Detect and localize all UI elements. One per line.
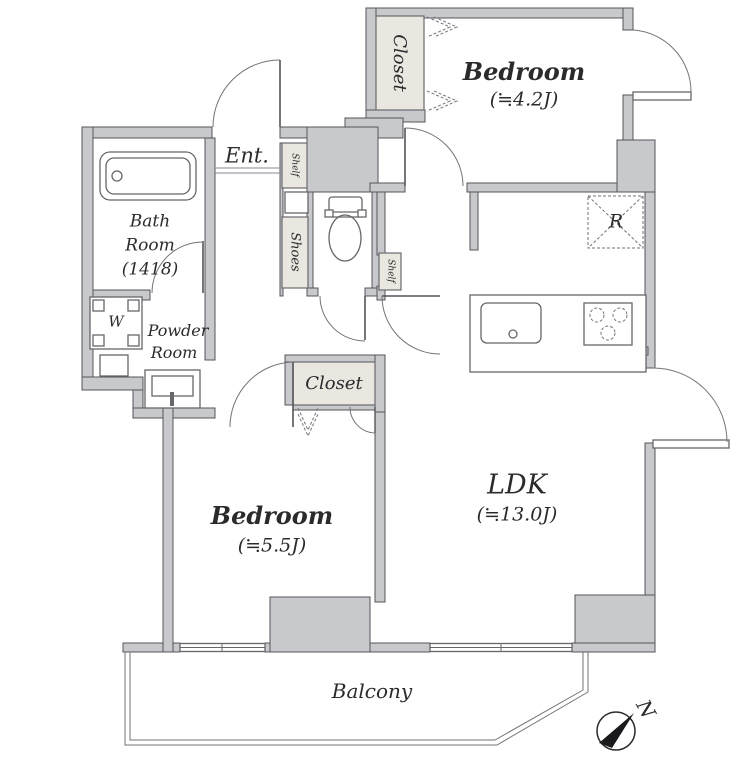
- shelf-lower-box: [378, 252, 402, 291]
- wall-segment: [622, 7, 634, 31]
- storage-units: [281, 15, 425, 406]
- door-swing-icon: [151, 241, 204, 294]
- door-swing-icon: [632, 29, 692, 93]
- shelf-upper-label: Shelf: [289, 153, 300, 177]
- closet-mid-label: Closet: [305, 373, 363, 394]
- wall-segment: [132, 407, 216, 419]
- washer-pan-corner: [127, 334, 140, 347]
- refrigerator-icon: [587, 195, 644, 249]
- wall-segment: [81, 126, 213, 139]
- closet-top-box: [375, 15, 425, 111]
- walls: [81, 7, 656, 653]
- balcony-label: Balcony: [331, 679, 413, 703]
- wall-segment: [374, 411, 386, 603]
- hanger-icon: [297, 413, 319, 438]
- shelf-lower-label: Shelf: [385, 259, 396, 283]
- bedroom-top-name: Bedroom: [462, 57, 586, 86]
- compass-needle: [599, 713, 634, 748]
- hanger-icon: [426, 16, 452, 38]
- wall-segment: [571, 642, 656, 653]
- washer-pan-corner: [92, 299, 105, 312]
- wall-segment: [365, 7, 377, 123]
- bedroom-bottom-name: Bedroom: [210, 501, 334, 530]
- hanger-icons: [297, 16, 459, 438]
- ldk-size: (≒13.0J): [476, 503, 558, 526]
- bedroom-top-size: (≒4.2J): [489, 88, 559, 111]
- compass-icon: [596, 711, 636, 751]
- wall-segment: [162, 404, 174, 653]
- balcony-outline: [124, 652, 589, 746]
- washer-label: W: [108, 312, 124, 331]
- doors: [151, 29, 730, 449]
- wall-segment: [616, 139, 656, 193]
- wall-segment: [306, 126, 379, 193]
- wall-segment: [284, 361, 294, 406]
- wall-segment: [622, 94, 634, 141]
- wall-segment: [374, 354, 386, 413]
- stove-burner: [589, 307, 605, 323]
- wall-segment: [306, 287, 319, 297]
- hanger-icon: [433, 16, 459, 38]
- balcony-rail-inner: [129, 652, 584, 741]
- closet-top-label: Closet: [389, 34, 410, 92]
- toilet-handle: [324, 209, 334, 218]
- shelf-upper-box: [281, 142, 308, 189]
- toilet-bowl-icon: [328, 214, 362, 262]
- fixtures: [89, 151, 647, 409]
- entrance-label: Ent.: [225, 143, 269, 168]
- bedroom-top-ext-door-leaf: [632, 91, 692, 101]
- bathtub-inner: [105, 157, 191, 195]
- balcony-rail-outer: [124, 652, 589, 746]
- wall-segment: [369, 182, 406, 193]
- bathroom-label-1: Bath: [129, 211, 171, 232]
- stove-burner: [600, 325, 616, 341]
- wall-segment: [269, 596, 371, 653]
- washer-pan-corner: [92, 334, 105, 347]
- bathroom-label-3: (1418): [121, 259, 179, 280]
- wall-segment: [81, 376, 144, 391]
- door-swing-icon: [381, 295, 441, 355]
- door-swing-icon: [652, 367, 728, 443]
- wall-segment: [81, 126, 94, 391]
- wall-segment: [644, 191, 656, 369]
- wall-segment: [376, 191, 386, 256]
- wall-segment: [644, 442, 656, 596]
- wall-segment: [469, 191, 479, 251]
- wall-segment: [284, 354, 381, 363]
- hanger-icon: [433, 90, 459, 112]
- entrance-door-swing-icon: [212, 59, 281, 128]
- wall-segment: [292, 404, 376, 411]
- door-swing-icon: [349, 406, 376, 434]
- ldk-name: LDK: [487, 469, 547, 501]
- powder-room-label-1: Powder: [147, 321, 209, 340]
- toilet-handle: [357, 209, 367, 218]
- refrigerator-cross: [587, 195, 644, 249]
- shoes-label: Shoes: [287, 232, 303, 272]
- kitchen-sink-drain: [508, 329, 518, 339]
- windows: [179, 642, 573, 653]
- stove-burner: [612, 307, 628, 323]
- hanger-icon: [297, 407, 319, 432]
- utility-box: [99, 354, 129, 377]
- hanger-icon: [426, 90, 452, 112]
- bathtub-drain: [111, 170, 123, 182]
- bathroom-label-2: Room: [125, 235, 175, 256]
- toilet-tank-icon: [328, 196, 363, 213]
- door-swing-icon: [229, 361, 294, 428]
- wall-segment: [204, 137, 216, 361]
- refrigerator-outline: [587, 195, 644, 249]
- entry-cabinet-box: [284, 191, 309, 214]
- closet-mid-box: [292, 361, 376, 406]
- shoes-box: [281, 216, 309, 289]
- door-swing-icon: [319, 295, 366, 342]
- bedroom-bottom-size: (≒5.5J): [237, 534, 307, 557]
- washer-pan-corner: [127, 299, 140, 312]
- powder-room-label-2: Room: [150, 343, 198, 362]
- door-swing-icon: [404, 127, 464, 187]
- refrigerator-label: R: [608, 210, 624, 233]
- ldk-ext-door-leaf: [652, 439, 730, 449]
- kitchen-sink-icon: [480, 302, 542, 344]
